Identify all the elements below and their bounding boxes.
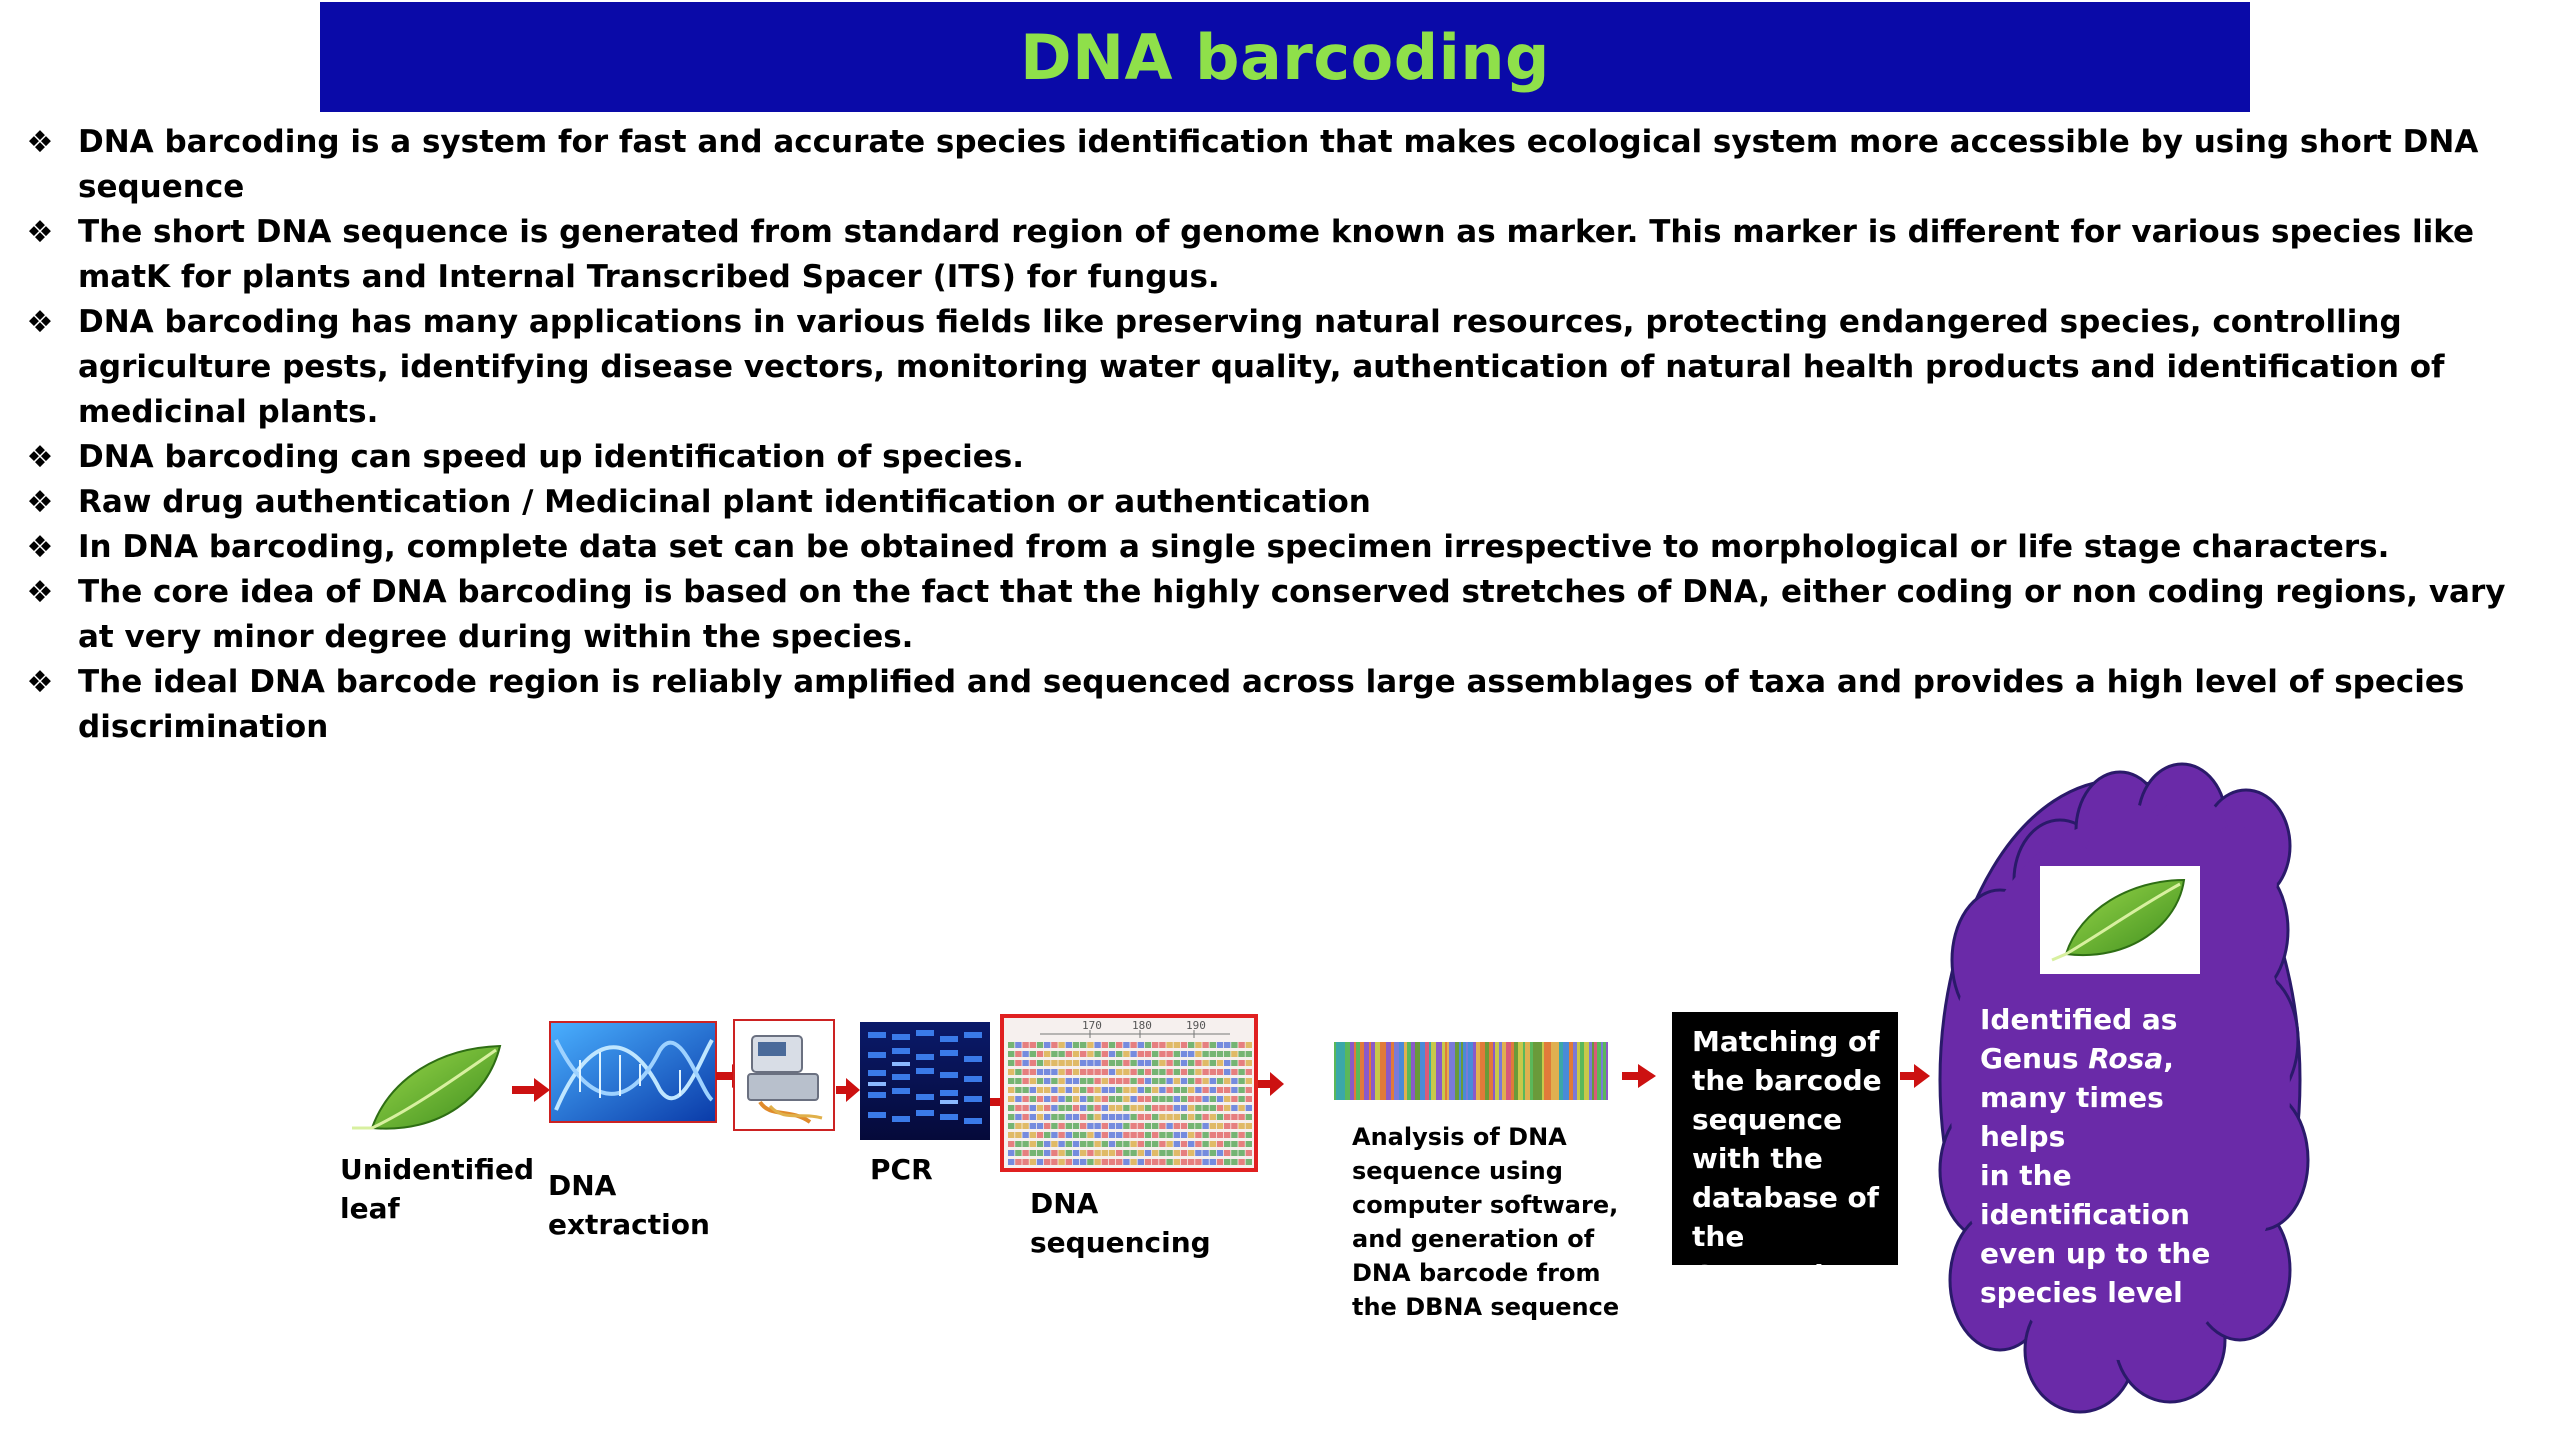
sequence-tick-label: 170: [1082, 1019, 1102, 1032]
sequencing-label: DNA sequencing: [1030, 1187, 1211, 1259]
dna-barcode-image: [1334, 1042, 1608, 1100]
bullet-item: ❖DNA barcoding has many applications in …: [20, 300, 2540, 435]
title-banner: DNA barcoding: [320, 2, 2250, 112]
diamond-bullet-icon: ❖: [26, 575, 54, 610]
bullet-list: ❖DNA barcoding is a system for fast and …: [20, 120, 2540, 750]
diamond-bullet-icon: ❖: [26, 485, 54, 520]
arrow-icon: [1258, 1072, 1284, 1096]
diamond-bullet-icon: ❖: [26, 665, 54, 700]
bullet-item: ❖DNA barcoding is a system for fast and …: [20, 120, 2540, 210]
arrow-icon: [1900, 1064, 1930, 1088]
diamond-bullet-icon: ❖: [26, 440, 54, 475]
page-title: DNA barcoding: [1020, 20, 1550, 94]
pcr-label: PCR: [870, 1153, 933, 1186]
bullet-item: ❖Raw drug authentication / Medicinal pla…: [20, 480, 2540, 525]
diamond-bullet-icon: ❖: [26, 125, 54, 160]
diamond-bullet-icon: ❖: [26, 215, 54, 250]
bullet-item: ❖The core idea of DNA barcoding is based…: [20, 570, 2540, 660]
pcr-gel-image: [860, 1022, 990, 1140]
sequence-tick-label: 180: [1132, 1019, 1152, 1032]
analysis-label: Analysis of DNA sequence using computer …: [1352, 1123, 1620, 1321]
extraction-label: DNA extraction: [548, 1169, 710, 1241]
sequence-tick-label: 190: [1186, 1019, 1206, 1032]
diamond-bullet-icon: ❖: [26, 530, 54, 565]
dna-helix-image: [549, 1021, 717, 1123]
pcr-machine-image: [733, 1019, 835, 1131]
result-cloud-shape: [1938, 762, 2310, 1414]
unidentified-leaf-icon: [352, 1044, 502, 1130]
identified-leaf-icon: [2040, 866, 2200, 974]
arrow-icon: [1622, 1064, 1656, 1088]
dna-sequence-alignment-image: 170 180 190: [1000, 1014, 1258, 1172]
bullet-item: ❖The short DNA sequence is generated fro…: [20, 210, 2540, 300]
bullet-item: ❖In DNA barcoding, complete data set can…: [20, 525, 2540, 570]
bullet-item: ❖The ideal DNA barcode region is reliabl…: [20, 660, 2540, 750]
leaf-label: Unidentified leaf: [340, 1153, 535, 1225]
genbank-matching-box: Matching of the barcode sequence with th…: [1672, 1012, 1898, 1292]
result-text: Identified as Genus Rosa, many times hel…: [1980, 1003, 2211, 1309]
bullet-item: ❖DNA barcoding can speed up identificati…: [20, 435, 2540, 480]
arrow-icon: [836, 1078, 860, 1102]
diamond-bullet-icon: ❖: [26, 305, 54, 340]
arrow-icon: [512, 1078, 550, 1102]
